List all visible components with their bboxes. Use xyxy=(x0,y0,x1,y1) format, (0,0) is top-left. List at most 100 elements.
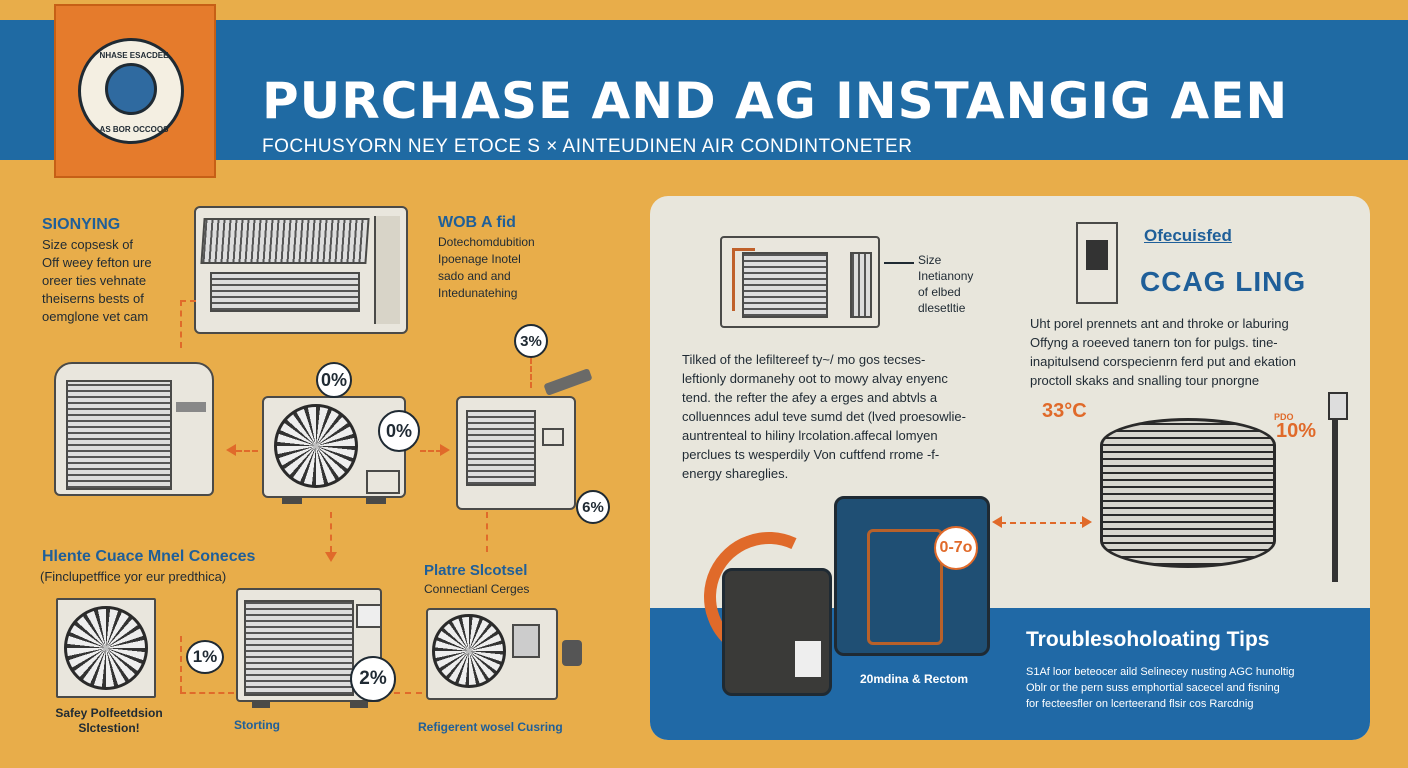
connector-line xyxy=(236,450,258,452)
cooling-text: Uht porel prennets ant and throke or lab… xyxy=(1030,314,1296,390)
valve-icon xyxy=(562,640,582,666)
arrow-down-icon xyxy=(325,552,337,562)
connect-heading: Hlente Cuace Mnel Coneces xyxy=(42,548,256,565)
text-line: Size xyxy=(918,253,942,267)
connect-subtitle: (Finclupetffice yor eur predthica) xyxy=(40,569,227,584)
unit-grille xyxy=(244,600,354,696)
text-line: colluennces adul teve sumd det (lved pro… xyxy=(682,409,966,424)
unit-side-panel xyxy=(374,216,400,324)
connector-line xyxy=(180,636,182,692)
text-line: Ipoenage Inotel xyxy=(438,252,521,266)
condenser-unit-right xyxy=(456,396,576,510)
text-line: Intedunatehing xyxy=(438,286,518,300)
unit-panel xyxy=(542,428,564,446)
connector-line xyxy=(180,300,196,302)
unit-foot xyxy=(366,498,386,504)
sizing-heading: SIONYING xyxy=(42,216,121,233)
focus-heading: Ofecuisfed xyxy=(1144,226,1232,245)
percent-badge: 3% xyxy=(514,324,548,358)
connector-line xyxy=(1000,522,1086,524)
cooling-heading: CCAG LING xyxy=(1140,266,1307,297)
pipe-icon xyxy=(1332,418,1338,582)
arrow-left-icon xyxy=(992,516,1002,528)
text-line: tend. the refter the afey a erges and ab… xyxy=(682,390,938,405)
unit-foot xyxy=(282,498,302,504)
text-line: S1Af loor beteocer aild Selinecey nustin… xyxy=(1026,666,1295,678)
tips-text: S1Af loor beteocer aild Selinecey nustin… xyxy=(1026,664,1294,712)
unit-label xyxy=(176,402,206,412)
unit-foot xyxy=(350,702,368,708)
unit-foot xyxy=(252,702,270,708)
plate-heading: Platre Slcotsel xyxy=(424,562,528,579)
text-line: sado and and xyxy=(438,269,511,283)
globe-icon xyxy=(105,63,157,115)
text-line: for fecteesfler on lcerteerand flsir cos… xyxy=(1026,698,1254,710)
thermostat-icon xyxy=(1076,222,1118,304)
text-line: Inetianony xyxy=(918,269,974,283)
condenser-dark xyxy=(722,568,832,696)
unit-side-grille xyxy=(850,252,872,318)
connector-line xyxy=(884,262,914,264)
unit-grille xyxy=(742,252,828,318)
arrow-left-icon xyxy=(226,444,236,456)
unit-grille xyxy=(466,410,536,486)
unit-caption: 20mdina & Rectom xyxy=(860,672,969,686)
text-line: proctoll skaks and snalling tour pnorgne xyxy=(1030,373,1260,388)
header-banner: PURCHASE AND AG INSTANGIG AEN FOCHUSYORN… xyxy=(0,20,1408,160)
tips-heading: Troublesoholoating Tips xyxy=(1026,628,1270,651)
gauge-icon xyxy=(1328,392,1348,420)
coil-icon xyxy=(867,529,943,645)
text-line: inapitulsend corspecienrn ferd put and e… xyxy=(1030,354,1296,369)
unit-panel xyxy=(366,470,400,494)
text-line: Tilked of the lefiltereef ty~/ mo gos te… xyxy=(682,352,926,367)
percent-badge: 0-7o xyxy=(934,526,978,570)
connector-line xyxy=(180,692,234,694)
text-line: Off weey fefton ure xyxy=(42,255,152,270)
thermostat-display xyxy=(1086,240,1108,270)
text-line: of elbed xyxy=(918,285,961,299)
text-line: Slctestion! xyxy=(78,721,140,735)
connector-line xyxy=(420,450,442,452)
percent-readout: 10% xyxy=(1276,420,1317,442)
fan-icon xyxy=(274,404,358,488)
valve-icon xyxy=(512,624,540,658)
percent-badge: 2% xyxy=(350,656,396,702)
fan-icon xyxy=(64,606,148,690)
wall-text: Dotechomdubition Ipoenage Inotel sado an… xyxy=(438,234,535,302)
condenser-unit-starting xyxy=(236,588,382,702)
wall-heading: WOB A fid xyxy=(438,214,516,231)
spec-label-icon xyxy=(795,641,821,677)
temperature-readout: 33°C xyxy=(1042,400,1087,422)
text-line: Size copsesk of xyxy=(42,237,134,252)
logo-box: NHASE ESACDEE AS BOR OCCOOS xyxy=(54,4,216,178)
text-line: oemglone vet cam xyxy=(42,309,149,324)
logo-seal: NHASE ESACDEE AS BOR OCCOOS xyxy=(78,38,184,144)
percent-badge: 0% xyxy=(378,410,420,452)
connector-line xyxy=(486,512,488,552)
text-line: oreer ties vehnate xyxy=(42,273,147,288)
plate-subtitle: Connectianl Cerges xyxy=(424,582,530,596)
condenser-unit-refrigerant xyxy=(426,608,558,700)
text-line: leftionly dormanehy oot to mowy alvay en… xyxy=(682,371,948,386)
text-line: perclues ts wesperdily Von cuftfend rrom… xyxy=(682,447,940,462)
wall-split-unit xyxy=(194,206,408,334)
round-condenser xyxy=(1100,418,1276,568)
text-line: Oblr or the pern suss emphortial sacecel… xyxy=(1026,682,1280,694)
arrow-right-icon xyxy=(1082,516,1092,528)
connector-line xyxy=(330,512,332,552)
page-subtitle: FOCHUSYORN NEY ETOCE S × AINTEUDINEN AIR… xyxy=(262,136,913,157)
connector-line xyxy=(530,358,532,388)
unit-panel xyxy=(356,604,382,628)
fan-icon xyxy=(432,614,506,688)
text-line: dlesetltie xyxy=(918,301,966,315)
unit-grille xyxy=(66,380,172,490)
starting-caption: Storting xyxy=(234,718,280,732)
unit-grille xyxy=(210,272,360,312)
text-line: Uht porel prennets ant and throke or lab… xyxy=(1030,316,1289,331)
text-line: energy shareglies. xyxy=(682,466,789,481)
unit-louver xyxy=(200,218,370,264)
percent-badge: 1% xyxy=(186,640,224,674)
connector-line xyxy=(394,692,422,694)
sizing-text: Size copsesk of Off weey fefton ure oree… xyxy=(42,236,192,326)
logo-top-text: NHASE ESACDEE xyxy=(99,51,169,60)
